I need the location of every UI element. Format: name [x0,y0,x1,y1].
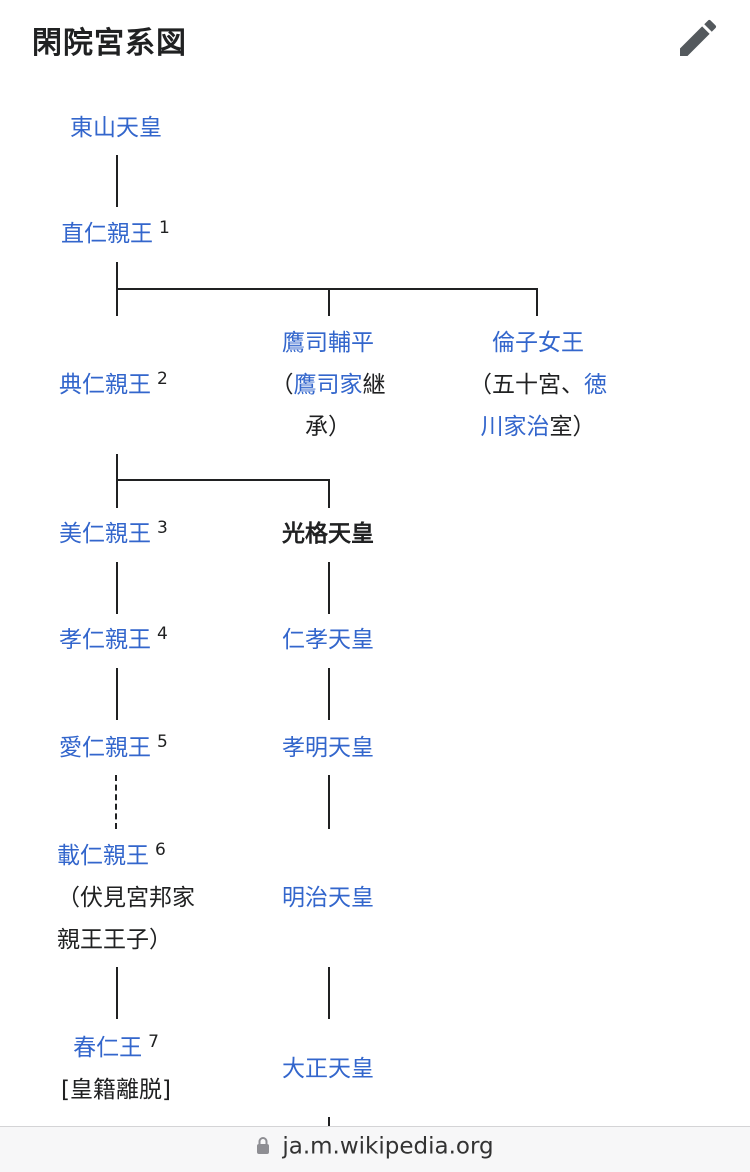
line-meiji-taisho [328,967,330,1019]
line-to-sukehira [328,288,330,316]
link-takahito[interactable]: 孝仁親王 [59,627,151,653]
sukehira-text: 継 [362,372,386,398]
link-haruhito[interactable]: 美仁親王 [59,521,151,547]
node-meiji: 明治天皇 [282,877,374,919]
generation-number: 7 [148,1032,159,1052]
generation-number: 5 [157,732,168,752]
link-meiji[interactable]: 明治天皇 [282,885,374,911]
url-text: ja.m.wikipedia.org [282,1133,494,1160]
line-to-tomoko [536,288,538,316]
line-higashiyama-naohito [116,155,118,207]
link-sukehira[interactable]: 鷹司輔平 [282,330,374,356]
line-komei-meiji [328,775,330,829]
line-sukehito-branch [116,479,330,481]
generation-number: 4 [157,624,168,644]
link-tokugawa-ieharu[interactable]: 徳 [584,372,607,398]
node-naohito: 直仁親王 1 [61,213,170,255]
line-haruhito-takahito [116,562,118,614]
node-sukehira: 鷹司輔平 （鷹司家継 承） [271,322,386,448]
paren-open: （ [270,372,294,398]
browser-url-bar[interactable]: ja.m.wikipedia.org [0,1126,750,1172]
line-taisho-down [328,1117,330,1127]
sukehira-text-end: 承） [305,414,351,440]
line-to-kokaku [328,479,330,508]
lock-icon [256,1134,270,1160]
link-naruhito[interactable]: 愛仁親王 [59,735,151,761]
node-kotohito: 載仁親王 6 （伏見宮邦家 親王王子） [57,835,195,961]
node-taisho: 大正天皇 [282,1048,374,1090]
link-tokugawa-ieharu-cont[interactable]: 川家治 [480,414,550,440]
link-komei[interactable]: 孝明天皇 [282,735,374,761]
page-title: 閑院宮系図 [32,26,187,61]
kotohito-note: （伏見宮邦家 [57,885,195,911]
link-sukehito[interactable]: 典仁親王 [59,372,151,398]
edit-pencil-icon[interactable] [674,14,722,62]
line-takahito-naruhito [116,668,118,720]
line-naruhito-kotohito-dashed [115,775,117,829]
node-higashiyama: 東山天皇 [70,107,162,149]
link-ninko[interactable]: 仁孝天皇 [282,627,374,653]
link-kotohito[interactable]: 載仁親王 [57,843,149,869]
node-sukehito: 典仁親王 2 [59,364,168,406]
generation-number: 6 [155,840,166,860]
node-haruhito: 美仁親王 3 [59,513,168,555]
link-haruhito2[interactable]: 春仁王 [73,1035,143,1061]
link-naohito[interactable]: 直仁親王 [61,221,153,247]
tomoko-text: （五十宮、 [469,372,584,398]
link-taisho[interactable]: 大正天皇 [282,1056,374,1082]
line-naohito-branch [116,288,538,290]
line-ninko-komei [328,668,330,720]
link-tomoko[interactable]: 倫子女王 [492,330,584,356]
haruhito2-note: [皇籍離脱] [61,1077,171,1103]
kotohito-note-end: 親王王子） [57,927,172,953]
line-sukehito-down [116,454,118,508]
node-ninko: 仁孝天皇 [282,619,374,661]
kokaku-label: 光格天皇 [282,521,374,547]
line-kokaku-ninko [328,562,330,614]
line-kotohito-haruhito2 [116,967,118,1019]
generation-number: 3 [157,518,168,538]
link-higashiyama[interactable]: 東山天皇 [70,115,162,141]
generation-number: 2 [157,369,168,389]
node-kokaku: 光格天皇 [282,513,374,555]
generation-number: 1 [159,218,170,238]
node-tomoko: 倫子女王 （五十宮、徳 川家治室） [469,322,607,448]
node-naruhito: 愛仁親王 5 [59,727,168,769]
tomoko-text-end: 室） [549,414,596,440]
node-komei: 孝明天皇 [282,727,374,769]
node-takahito: 孝仁親王 4 [59,619,168,661]
link-takatsukasa-ke[interactable]: 鷹司家 [293,372,363,398]
